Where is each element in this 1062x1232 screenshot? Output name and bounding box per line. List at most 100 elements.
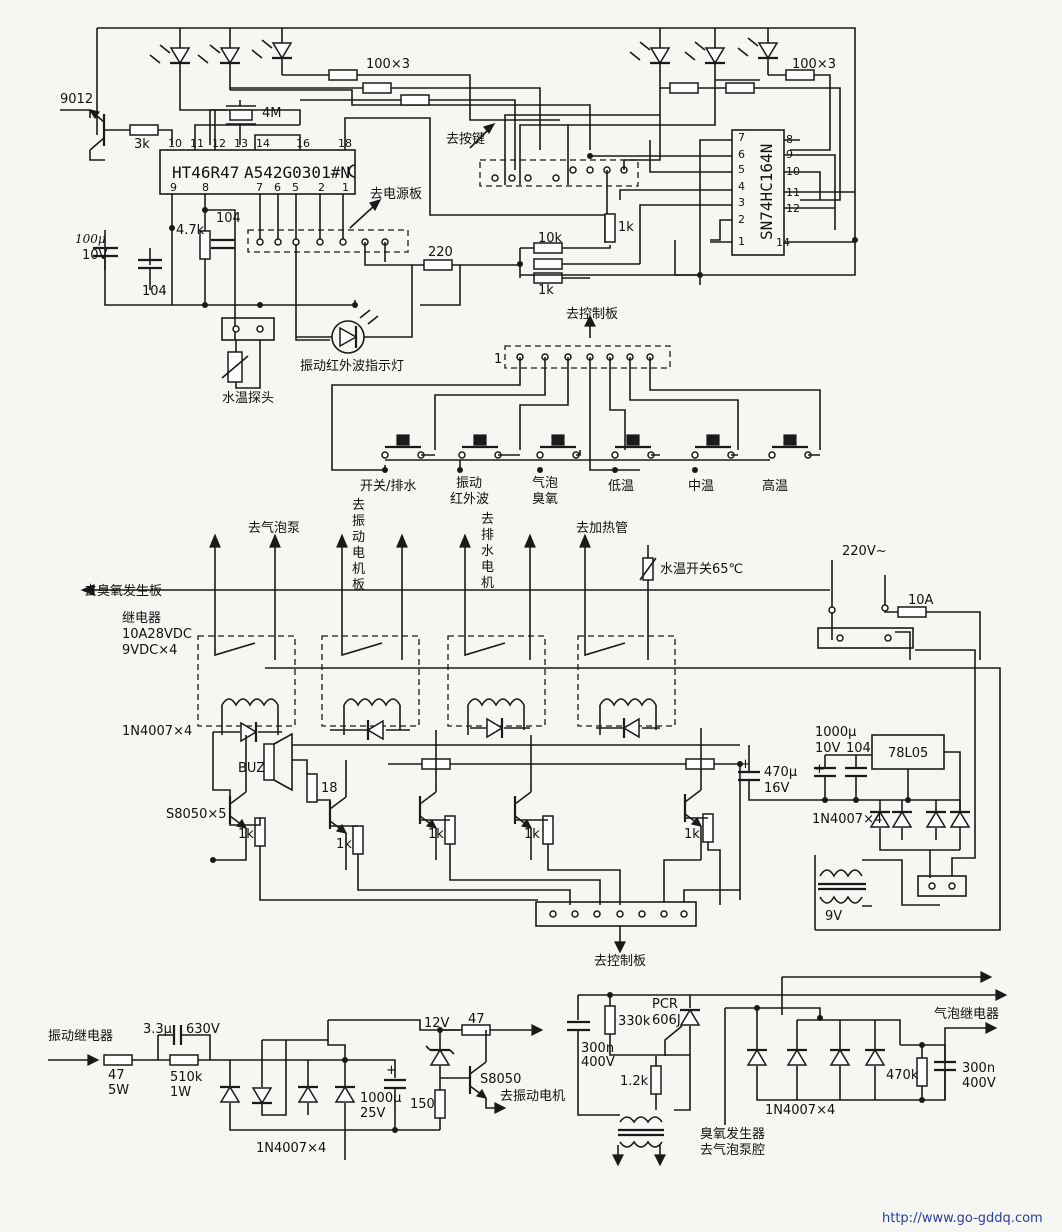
label-s8050: S8050: [480, 1072, 521, 1087]
plus-sign: +: [814, 762, 825, 777]
label-relay-spec1: 10A28VDC: [122, 627, 192, 642]
label-25v: 25V: [360, 1106, 386, 1121]
pin-label: 10: [168, 137, 182, 150]
key-label: 臭氧: [532, 492, 558, 507]
label-400v-b: 400V: [962, 1076, 996, 1091]
capacitor-icon: [172, 1025, 183, 1045]
label-led-indicator: 振动红外波指示灯: [300, 358, 404, 374]
diode-icon: [745, 1048, 887, 1067]
label-relay: 继电器: [122, 611, 161, 626]
label-to-vib-motor-board-vertical: 去振动电机板: [352, 498, 366, 593]
label-relay-spec2: 9VDC×4: [122, 643, 177, 658]
label-510k: 510k: [170, 1070, 203, 1085]
diode-icon: [868, 810, 972, 829]
label-10a: 10A: [908, 593, 934, 608]
capacitor-icon: [567, 1020, 590, 1032]
label-water-probe: 水温探头: [222, 391, 274, 406]
label-1-2k: 1.2k: [620, 1074, 649, 1089]
pin-label: 9: [170, 181, 177, 194]
label-to-power-board: 去电源板: [370, 187, 422, 202]
key-label: 开关/排水: [360, 479, 416, 494]
label-12v: 12V: [424, 1016, 450, 1031]
label-104a: 104: [142, 284, 167, 299]
label-thermo-switch: 水温开关65℃: [660, 562, 743, 577]
label-1k-b: 1k: [538, 283, 554, 298]
pin-label: 3: [738, 196, 745, 209]
label-1n4007-bl: 1N4007×4: [256, 1141, 326, 1156]
pin-label: 6: [274, 181, 281, 194]
label-47-5w: 47: [108, 1068, 125, 1083]
label-to-drain-motor-vertical: 去排水电机: [481, 512, 495, 591]
ic1-part: HT46R47: [172, 163, 239, 182]
arrow-icon: [209, 533, 591, 640]
key-label: 气泡: [532, 475, 558, 491]
label-to-vib-motor: 去振动电机: [500, 1089, 565, 1104]
label-400v-a: 400V: [581, 1055, 615, 1070]
label-3k: 3k: [134, 137, 150, 152]
label-bubble-relay: 气泡继电器: [934, 1006, 999, 1022]
label-r47: 47: [468, 1012, 485, 1027]
label-to-control-top: 去控制板: [566, 307, 618, 322]
pin-label: 5: [738, 163, 745, 176]
label-1000u-25: 1000μ: [360, 1091, 401, 1106]
capacitor-icon: [738, 766, 867, 782]
label-1w: 1W: [170, 1085, 191, 1100]
transformer-icon: [818, 869, 866, 904]
ic2-part: SN74HC164N: [757, 144, 776, 240]
label-9v: 9V: [825, 909, 842, 924]
label-10v-b: 10V: [815, 741, 841, 756]
pin-label: 5: [292, 181, 299, 194]
label-1k-a: 1k: [618, 220, 634, 235]
label-vib-relay: 振动继电器: [48, 1029, 113, 1044]
label-9012: 9012: [60, 92, 93, 107]
pin-label: 1: [738, 235, 745, 248]
label-100x3-right: 100×3: [792, 57, 836, 72]
label-1n4007-br: 1N4007×4: [765, 1103, 835, 1118]
label-buz: BUZ: [238, 761, 265, 776]
label-104b: 104: [216, 211, 241, 226]
key-label: 高温: [762, 478, 788, 494]
pushbutton-icon: [380, 433, 813, 460]
label-1k-q5: 1k: [684, 827, 700, 842]
label-1k-q4: 1k: [524, 827, 540, 842]
website-link[interactable]: http://www.go-gddq.com: [882, 1211, 1043, 1226]
ic1-bottom-pins: 9 8 7 6 5 2 1: [170, 181, 349, 194]
label-1000u: 1000μ: [815, 725, 856, 740]
label-10k: 10k: [538, 231, 563, 246]
label-78l05: 78L05: [888, 746, 928, 761]
label-pcr: PCR: [652, 997, 678, 1012]
label-150: 150: [410, 1097, 435, 1112]
label-4-7k: 4.7k: [176, 223, 205, 238]
capacitor-icon: [211, 238, 235, 250]
ic1-ht46r47: HT46R47 A542G0301#N: [159, 149, 356, 195]
label-10v: 10V: [82, 248, 108, 263]
relay-coil-icon: [214, 640, 657, 706]
scr-icon: [664, 1008, 702, 1056]
diode-icon: [218, 1085, 357, 1105]
label-1k-q1: 1k: [238, 827, 254, 842]
pin-label: 14: [256, 137, 270, 150]
pin-label: 11: [190, 137, 204, 150]
led-icon: [149, 28, 294, 90]
label-100x3-left: 100×3: [366, 57, 410, 72]
pin-label: 16: [296, 137, 310, 150]
key-label: 中温: [688, 479, 714, 494]
pin-label: 8: [202, 181, 209, 194]
pin-label: 12: [212, 137, 226, 150]
label-220: 220: [428, 245, 453, 260]
pin-label: 7: [256, 181, 263, 194]
pin-label: 2: [738, 213, 745, 226]
label-pin1: 1: [494, 352, 502, 367]
led-icon: [331, 309, 379, 354]
label-630v: 630V: [186, 1022, 220, 1037]
key-label: 红外波: [450, 491, 489, 507]
pin-label: 1: [342, 181, 349, 194]
label-470k: 470k: [886, 1068, 919, 1083]
pin-label: 4: [738, 180, 745, 193]
pin-label: 13: [234, 137, 248, 150]
ic2-left-pins: 7 6 5 4 3 2 1: [738, 131, 745, 248]
label-1n4007-right: 1N4007×4: [812, 812, 882, 827]
crystal-icon: [226, 105, 256, 125]
label-4m: 4M: [262, 106, 282, 121]
pin-label: 2: [318, 181, 325, 194]
